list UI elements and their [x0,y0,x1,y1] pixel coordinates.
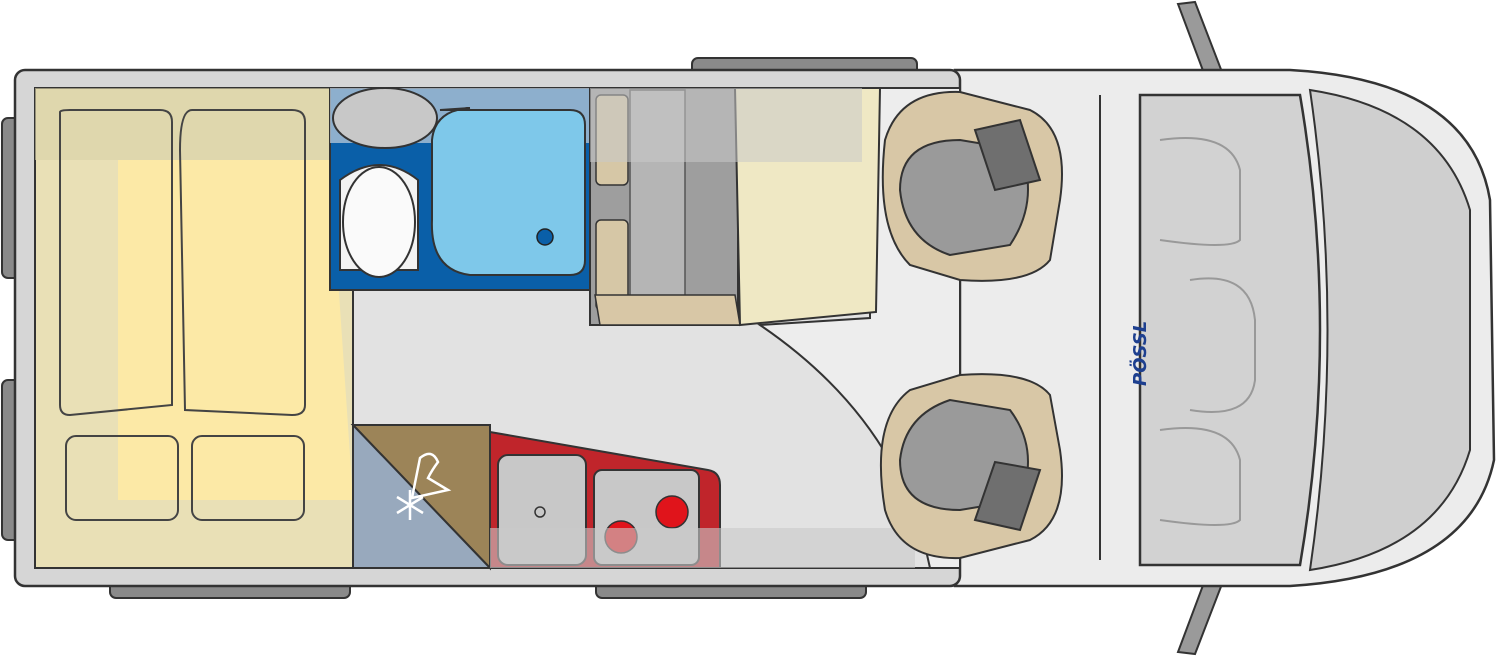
windshield [1308,88,1471,572]
snowflake-icon [396,490,424,520]
bathroom [329,87,591,291]
shower-drain-icon [536,228,554,246]
brand-logo: PÖSSL [1129,321,1151,386]
seat-icon [881,90,1063,282]
cab-details [1159,137,1256,526]
kitchen [489,430,915,569]
bed-area [34,87,354,569]
dashboard [1138,93,1322,567]
dinette [589,87,882,327]
hanger-icon [410,452,452,500]
sink-icon [332,87,438,149]
shower-tray [430,107,586,276]
wardrobe [350,422,493,571]
seat-icon [879,373,1063,560]
